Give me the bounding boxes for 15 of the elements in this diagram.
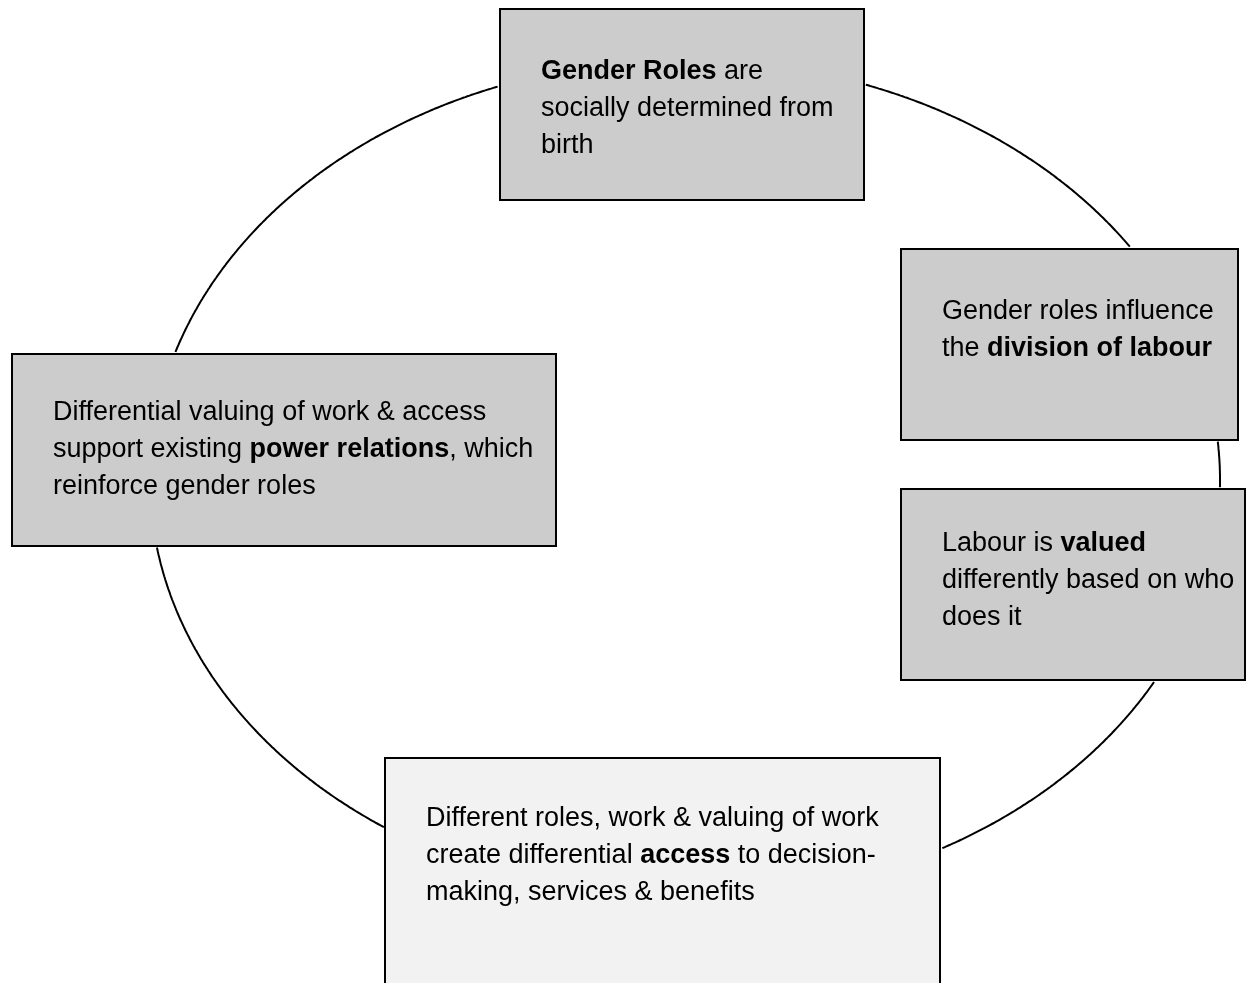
box-text: Gender roles influence the division of labour — [942, 294, 1215, 364]
process-box — [900, 488, 1246, 681]
box-text: Labour is valued differently based on who does it — [942, 526, 1236, 633]
connector-arc — [1216, 440, 1221, 489]
process-box — [499, 8, 865, 201]
box-text: Gender Roles are socially determined from birth — [541, 54, 835, 161]
connector-arc — [864, 83, 1131, 248]
connector-arc — [174, 85, 499, 353]
process-box — [900, 248, 1239, 441]
connector-arc — [156, 546, 385, 829]
process-box — [11, 353, 557, 547]
process-box — [384, 757, 941, 983]
connector-arc — [941, 681, 1155, 850]
box-text: Differential valuing of work & access support existing power relations, which reinforce gender roles — [53, 395, 535, 502]
box-text: Different roles, work & valuing of work create differential access to decision-making, services & benefits — [426, 801, 880, 908]
